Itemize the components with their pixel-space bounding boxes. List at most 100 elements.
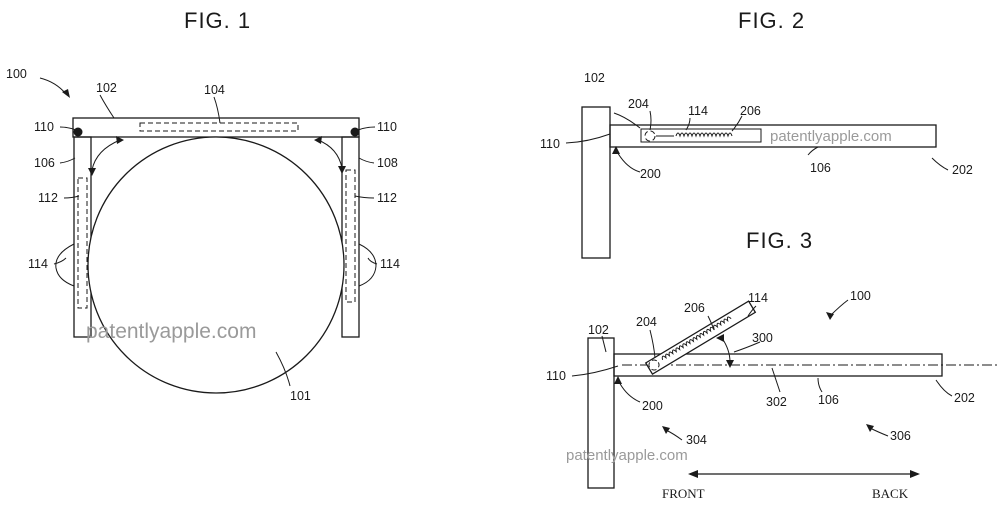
- spring-206: [675, 132, 733, 138]
- leader-302-fig3: [771, 367, 781, 393]
- component-104: [139, 122, 299, 132]
- spring-206-fig3: [661, 316, 732, 360]
- label-204-fig2: 204: [628, 97, 649, 111]
- leader-110-right: [357, 126, 376, 131]
- pivot-204: [644, 130, 656, 142]
- arrowhead: [866, 424, 874, 432]
- label-302-fig3: 302: [766, 395, 787, 409]
- arrowhead: [614, 376, 622, 384]
- label-114-right: 114: [380, 257, 400, 271]
- leader-108: [358, 157, 375, 164]
- tilted-module-114: [644, 300, 757, 375]
- label-110-right: 110: [377, 120, 397, 134]
- label-200-fig2: 200: [640, 167, 661, 181]
- top-bar-102: [72, 117, 360, 138]
- frame-102-fig3: [587, 337, 615, 489]
- component-112-right: [345, 169, 356, 303]
- leader-102-fig3: [601, 335, 607, 353]
- label-108: 108: [377, 156, 398, 170]
- label-back: BACK: [872, 486, 909, 501]
- rotation-arrow-right: [317, 139, 343, 169]
- label-104: 104: [204, 83, 225, 97]
- arrowhead: [662, 426, 670, 434]
- leader-110-left: [59, 126, 77, 131]
- component-112-left: [77, 177, 88, 309]
- arrowhead-back: [910, 470, 920, 478]
- arrowhead: [62, 89, 70, 98]
- ear-114-left: [55, 243, 75, 287]
- label-114-fig2: 114: [688, 104, 708, 118]
- leader-304-fig3: [665, 429, 683, 441]
- label-114-fig3: 114: [748, 291, 768, 305]
- leader-106-fig3: [817, 377, 823, 393]
- label-112-right: 112: [377, 191, 397, 205]
- leader-106-fig2: [807, 146, 819, 156]
- arrowhead: [88, 168, 96, 176]
- leader-112-right: [354, 195, 375, 199]
- arrowhead: [826, 312, 834, 320]
- ear-114-right: [358, 243, 377, 287]
- pivot-110-right: [350, 127, 360, 137]
- label-206-fig2: 206: [740, 104, 761, 118]
- fig2-title: FIG. 2: [738, 8, 805, 33]
- leader-114-right: [367, 257, 378, 265]
- label-204-fig3: 204: [636, 315, 657, 329]
- fig1-title: FIG. 1: [184, 8, 251, 33]
- leader-104: [213, 96, 221, 124]
- arrowhead: [338, 166, 346, 174]
- label-106-fig3: 106: [818, 393, 839, 407]
- leader-206-fig2: [731, 115, 743, 132]
- arrowhead: [726, 360, 734, 368]
- figure-2: FIG. 2 102 204 114 206 110 106 200 202 p…: [540, 8, 973, 259]
- figure-1: FIG. 1: [6, 8, 400, 403]
- label-112-left: 112: [38, 191, 58, 205]
- leader-204-fig2: [649, 110, 652, 131]
- label-110-fig2: 110: [540, 137, 560, 151]
- label-100: 100: [6, 67, 27, 81]
- watermark-fig2: patentlyapple.com: [770, 128, 892, 145]
- leader-204-fig3: [649, 329, 656, 359]
- label-202-fig3: 202: [954, 391, 975, 405]
- arm-106: [609, 124, 937, 148]
- leader-102: [99, 94, 115, 119]
- right-leg-108: [341, 136, 360, 338]
- leader-114-fig2: [685, 117, 691, 131]
- label-106: 106: [34, 156, 55, 170]
- label-300-fig3: 300: [752, 331, 773, 345]
- module-114: [640, 128, 762, 143]
- label-114-left: 114: [28, 257, 48, 271]
- label-306-fig3: 306: [890, 429, 911, 443]
- arrowhead: [116, 136, 124, 144]
- label-206-fig3: 206: [684, 301, 705, 315]
- label-202-fig2: 202: [952, 163, 973, 177]
- label-304-fig3: 304: [686, 433, 707, 447]
- leader-306-fig3: [869, 427, 889, 437]
- leader-110-fig2: [565, 133, 611, 144]
- leader-114-left: [53, 257, 67, 265]
- leader-102-fig2: [613, 112, 641, 129]
- leader-300-fig3: [733, 341, 761, 353]
- leader-100-fig3: [829, 299, 849, 317]
- leader-112-left: [63, 195, 80, 199]
- label-110-fig3: 110: [546, 369, 566, 383]
- leader-206-fig3: [707, 315, 715, 331]
- arrowhead-front: [688, 470, 698, 478]
- leader-202-fig2: [931, 157, 949, 171]
- leader-101: [275, 351, 291, 387]
- label-106-fig2: 106: [810, 161, 831, 175]
- rotation-arrow-left: [91, 139, 121, 171]
- pivot-110-left: [73, 127, 83, 137]
- left-leg-106: [73, 136, 92, 338]
- label-110-left: 110: [34, 120, 54, 134]
- fig3-title: FIG. 3: [746, 228, 813, 253]
- label-102: 102: [96, 81, 117, 95]
- arrowhead: [612, 146, 620, 154]
- head-circle-101: [87, 136, 345, 394]
- label-102-fig3: 102: [588, 323, 609, 337]
- leader-202-fig3: [935, 379, 953, 397]
- label-100-fig3: 100: [850, 289, 871, 303]
- watermark-fig3: patentlyapple.com: [566, 447, 688, 464]
- arrowhead: [716, 334, 724, 342]
- arrowhead: [314, 136, 322, 144]
